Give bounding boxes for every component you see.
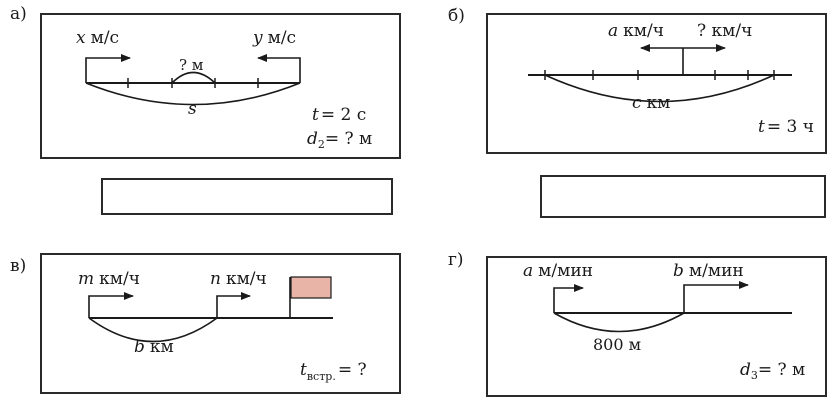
v-flag: [290, 276, 332, 299]
b-time: t= 3 ч: [758, 117, 814, 137]
answer-box-b[interactable]: [540, 175, 826, 218]
a-distance-label: s: [188, 99, 197, 119]
g-second-arrow: [683, 281, 749, 313]
b-right-speed: ? км/ч: [697, 21, 752, 41]
a-right-arrow: [257, 54, 301, 83]
answer-box-a[interactable]: [101, 178, 393, 215]
v-first-arrow: [88, 292, 134, 318]
a-gap-arc: [171, 71, 216, 84]
problem-a-label: а): [10, 4, 27, 24]
a-distance-question: d2= ? м: [307, 129, 372, 151]
problem-g-panel: [486, 256, 827, 397]
v-time-question: tвстр.= ?: [300, 360, 367, 383]
problem-b-panel: [486, 13, 827, 154]
problem-v-label: в): [10, 256, 27, 276]
a-time: t= 2 с: [312, 105, 366, 125]
problem-b-label: б): [448, 6, 465, 26]
a-left-arrow: [85, 54, 131, 83]
problem-a-panel: [40, 13, 401, 159]
a-gap-label: ? м: [179, 56, 204, 74]
a-distance-arc: [85, 82, 301, 106]
g-first-arrow: [553, 284, 584, 313]
problem-g-label: г): [448, 250, 464, 270]
g-distance-question: d3= ? м: [740, 360, 805, 382]
b-distance-arc: [544, 74, 775, 103]
g-distance-arc: [553, 312, 685, 333]
problem-v-panel: [40, 253, 401, 394]
v-distance-arc: [88, 317, 218, 343]
g-distance-label: 800 м: [593, 335, 641, 354]
v-second-arrow: [216, 292, 251, 318]
